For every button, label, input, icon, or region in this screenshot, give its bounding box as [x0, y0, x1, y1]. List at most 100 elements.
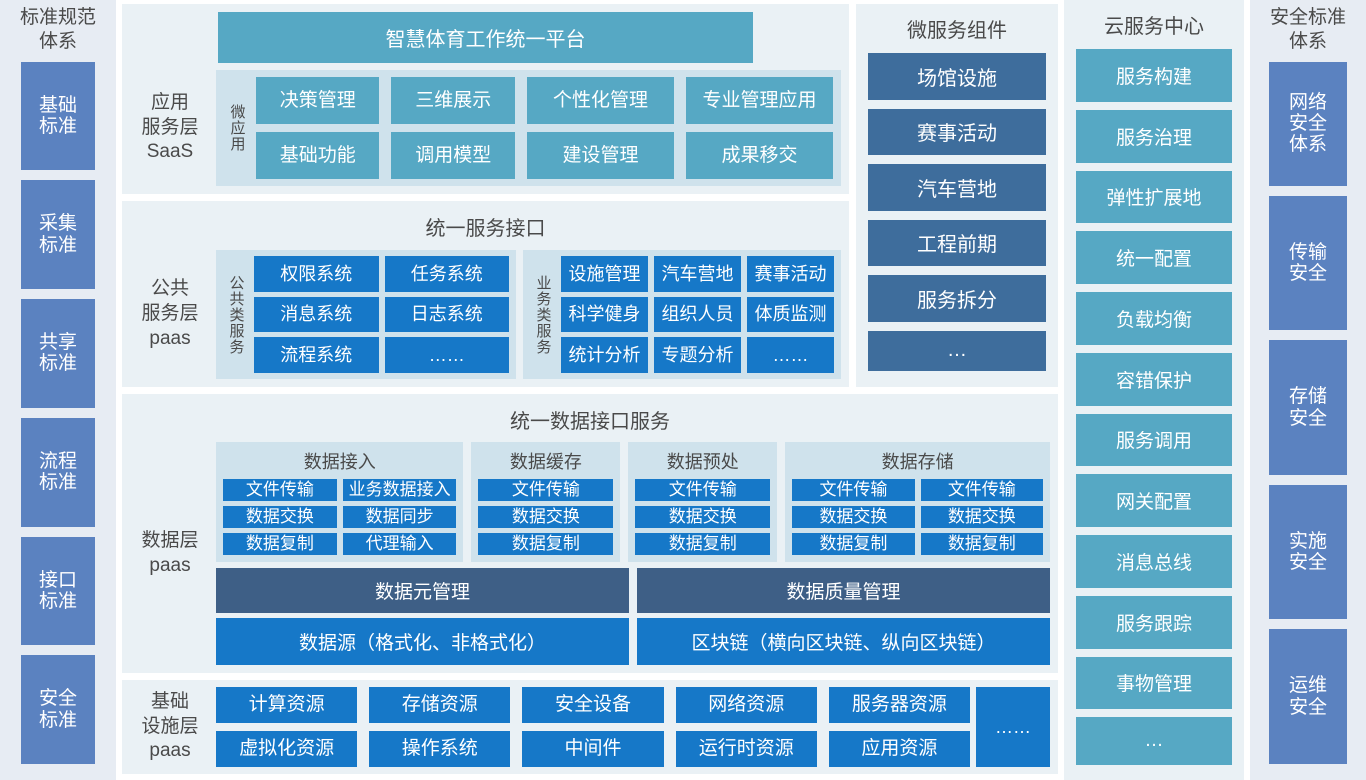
infra-item-network[interactable]: 网络资源	[675, 687, 817, 723]
app-item-decision[interactable]: 决策管理	[256, 77, 380, 124]
cloud-item-transaction-management[interactable]: 事物管理	[1076, 656, 1232, 710]
biz-item-topic-analysis[interactable]: 专题分析	[654, 337, 741, 373]
cloud-item-unified-config[interactable]: 统一配置	[1076, 231, 1232, 284]
infra-item-application[interactable]: 应用资源	[828, 731, 970, 767]
biz-item-statistics[interactable]: 统计分析	[561, 337, 648, 373]
data-access-exchange[interactable]: 数据交换	[223, 506, 337, 528]
security-item-storage[interactable]: 存储 安全	[1269, 340, 1347, 475]
cloud-item-elastic-scaling[interactable]: 弹性扩展地	[1076, 170, 1232, 224]
blockchain-bar[interactable]: 区块链（横向区块链、纵向区块链）	[637, 618, 1050, 665]
data-storage-exchange-1[interactable]: 数据交换	[792, 506, 915, 528]
app-item-handover[interactable]: 成果移交	[685, 132, 833, 179]
metadata-management-column: 数据元管理 数据源（格式化、非格式化）	[216, 568, 629, 665]
right-security-standards-column: 安全标准 体系 网络 安全 体系 传输 安全 存储 安全 实施 安全 运维 安全	[1250, 0, 1366, 780]
security-item-operations[interactable]: 运维 安全	[1269, 629, 1347, 764]
public-class-service-group: 公共类服务 权限系统 任务系统 消息系统 日志系统 流程系统 ……	[216, 250, 516, 379]
cloud-item-load-balancing[interactable]: 负载均衡	[1076, 292, 1232, 345]
pub-item-workflow[interactable]: 流程系统	[254, 337, 379, 373]
data-access-group: 数据接入 文件传输 业务数据接入 数据交换 数据同步 数据复制 代理输入	[216, 442, 464, 562]
standard-item-sharing[interactable]: 共享 标准	[21, 299, 95, 408]
micro-service-pre-engineering[interactable]: 工程前期	[868, 219, 1046, 266]
app-item-call-model[interactable]: 调用模型	[391, 132, 515, 179]
cloud-item-more[interactable]: …	[1076, 717, 1232, 765]
standard-item-basic[interactable]: 基础 标准	[21, 61, 95, 171]
cloud-item-service-build[interactable]: 服务构建	[1076, 49, 1232, 102]
data-access-sync[interactable]: 数据同步	[342, 506, 457, 528]
infra-item-virtualization[interactable]: 虚拟化资源	[216, 731, 358, 767]
infra-item-os[interactable]: 操作系统	[369, 731, 511, 767]
data-preprocess-replication[interactable]: 数据复制	[635, 533, 771, 555]
cloud-item-service-governance[interactable]: 服务治理	[1076, 109, 1232, 163]
cloud-item-gateway-config[interactable]: 网关配置	[1076, 474, 1232, 527]
cloud-item-message-bus[interactable]: 消息总线	[1076, 535, 1232, 588]
data-cache-file-transfer[interactable]: 文件传输	[478, 479, 614, 501]
biz-item-facility[interactable]: 设施管理	[561, 256, 648, 292]
standard-item-collection[interactable]: 采集 标准	[21, 180, 95, 289]
app-layer-label: 应用 服务层 SaaS	[141, 91, 199, 163]
micro-service-car-camp[interactable]: 汽车营地	[868, 164, 1046, 211]
cloud-item-service-invocation[interactable]: 服务调用	[1076, 413, 1232, 467]
micro-service-venue[interactable]: 场馆设施	[868, 53, 1046, 100]
cloud-service-center-column: 云服务中心 服务构建 服务治理 弹性扩展地 统一配置 负载均衡 容错保护 服务调…	[1064, 0, 1244, 780]
biz-item-more[interactable]: ……	[747, 337, 834, 373]
app-item-construction[interactable]: 建设管理	[526, 132, 674, 179]
infrastructure-layer: 基础 设施层 paas 计算资源 存储资源 安全设备 网络资源 服务器资源 虚拟…	[122, 680, 1058, 774]
infra-item-storage[interactable]: 存储资源	[369, 687, 511, 723]
data-storage-exchange-2[interactable]: 数据交换	[920, 506, 1043, 528]
infra-item-more[interactable]: ……	[976, 687, 1050, 767]
data-cache-replication[interactable]: 数据复制	[478, 533, 614, 555]
data-storage-file-transfer-1[interactable]: 文件传输	[792, 479, 915, 501]
pub-item-more[interactable]: ……	[384, 337, 509, 373]
pub-item-message[interactable]: 消息系统	[254, 296, 379, 333]
biz-item-fitness[interactable]: 科学健身	[561, 296, 648, 333]
business-class-service-grid: 设施管理 汽车营地 赛事活动 科学健身 组织人员 体质监测 统计分析 专题分析 …	[561, 256, 834, 373]
infra-item-server[interactable]: 服务器资源	[828, 687, 970, 723]
biz-item-event[interactable]: 赛事活动	[747, 256, 834, 292]
data-storage-replication-2[interactable]: 数据复制	[920, 533, 1043, 555]
pub-item-task[interactable]: 任务系统	[384, 256, 509, 292]
data-access-title: 数据接入	[303, 452, 376, 472]
biz-item-car-camp[interactable]: 汽车营地	[654, 256, 741, 292]
micro-app-group-label: 微应用	[228, 104, 246, 152]
unified-service-interface-banner: 统一服务接口	[425, 218, 546, 240]
infra-item-security-device[interactable]: 安全设备	[522, 687, 664, 723]
infra-item-compute[interactable]: 计算资源	[216, 687, 358, 723]
standard-item-security[interactable]: 安全 标准	[21, 655, 95, 764]
data-source-bar[interactable]: 数据源（格式化、非格式化）	[216, 618, 629, 665]
infra-item-runtime[interactable]: 运行时资源	[675, 731, 817, 767]
micro-service-event[interactable]: 赛事活动	[868, 108, 1046, 155]
data-layer: 统一数据接口服务 数据层 paas 数据接入 文件传输 业务数据接入 数据交换 …	[122, 394, 1058, 673]
data-quality-management-bar[interactable]: 数据质量管理	[637, 568, 1050, 613]
pub-item-log[interactable]: 日志系统	[384, 296, 509, 333]
application-service-layer: 智慧体育工作统一平台 应用 服务层 SaaS 微应用 决策管理 三维展示 个性化…	[122, 4, 849, 194]
micro-app-group: 微应用 决策管理 三维展示 个性化管理 专业管理应用 基础功能 调用模型 建设管…	[216, 70, 841, 186]
app-item-professional[interactable]: 专业管理应用	[685, 77, 833, 124]
standard-item-interface[interactable]: 接口 标准	[21, 536, 95, 646]
data-storage-file-transfer-2[interactable]: 文件传输	[920, 479, 1043, 501]
data-access-replication[interactable]: 数据复制	[223, 533, 337, 555]
cloud-item-fault-tolerance[interactable]: 容错保护	[1076, 352, 1232, 406]
app-item-basic-function[interactable]: 基础功能	[256, 132, 380, 179]
security-item-network[interactable]: 网络 安全 体系	[1269, 61, 1347, 186]
biz-item-personnel[interactable]: 组织人员	[654, 296, 741, 333]
micro-app-grid: 决策管理 三维展示 个性化管理 专业管理应用 基础功能 调用模型 建设管理 成果…	[256, 77, 833, 179]
metadata-management-bar[interactable]: 数据元管理	[216, 568, 629, 613]
data-access-file-transfer[interactable]: 文件传输	[223, 479, 337, 501]
pub-item-permission[interactable]: 权限系统	[254, 256, 379, 292]
data-access-proxy-input[interactable]: 代理输入	[342, 533, 457, 555]
infra-item-middleware[interactable]: 中间件	[522, 731, 664, 767]
app-item-personalized[interactable]: 个性化管理	[526, 77, 674, 124]
data-preprocess-file-transfer[interactable]: 文件传输	[635, 479, 771, 501]
micro-service-split[interactable]: 服务拆分	[868, 275, 1046, 322]
data-preprocess-exchange[interactable]: 数据交换	[635, 506, 771, 528]
data-storage-replication-1[interactable]: 数据复制	[792, 533, 915, 555]
micro-service-more[interactable]: …	[868, 330, 1046, 371]
app-item-3d-display[interactable]: 三维展示	[391, 77, 515, 124]
data-cache-exchange[interactable]: 数据交换	[478, 506, 614, 528]
cloud-item-service-tracing[interactable]: 服务跟踪	[1076, 595, 1232, 649]
security-item-implementation[interactable]: 实施 安全	[1269, 484, 1347, 620]
standard-item-process[interactable]: 流程 标准	[21, 417, 95, 527]
data-access-business-data[interactable]: 业务数据接入	[342, 479, 457, 501]
biz-item-physique[interactable]: 体质监测	[747, 296, 834, 333]
security-item-transmission[interactable]: 传输 安全	[1269, 195, 1347, 331]
